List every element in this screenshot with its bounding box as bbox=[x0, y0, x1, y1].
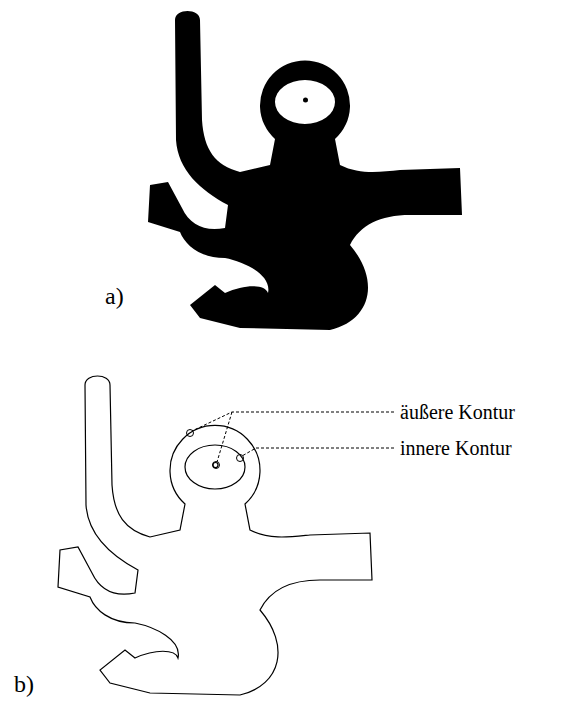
leader-lines bbox=[192, 412, 394, 462]
panel-label: b) bbox=[14, 672, 34, 696]
callout-label: äußere Kontur bbox=[400, 402, 515, 422]
callout-label: innere Kontur bbox=[400, 438, 512, 458]
contour-markers bbox=[187, 430, 244, 469]
panel-label: a) bbox=[105, 284, 124, 308]
silhouette bbox=[148, 11, 462, 330]
contour-outline bbox=[58, 376, 372, 695]
